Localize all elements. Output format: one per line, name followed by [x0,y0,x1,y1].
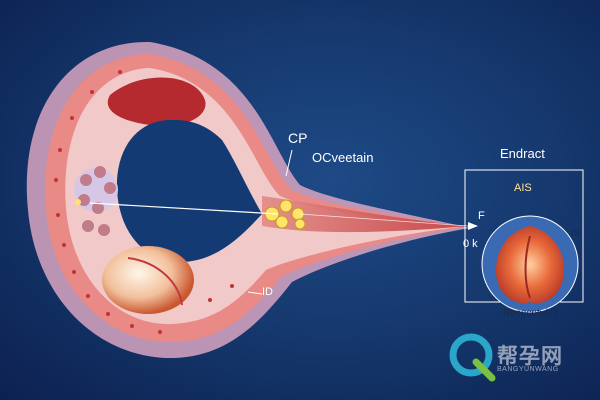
inset-label-right: rs [571,228,580,239]
inset-organ-cleft [524,235,531,299]
inset-label-f: F [478,210,485,222]
inset-title: Endract [500,146,545,161]
tissue-dots [54,70,234,334]
inset-organ [495,226,565,304]
inset-label-left: 0 k [463,238,478,250]
follicle-cluster [74,166,118,236]
label-id: ID [262,286,273,298]
watermark-title: 帮孕网 [497,345,563,368]
pointer-line-main [89,202,279,215]
watermark-logo-icon [449,333,496,382]
cell-cluster [264,199,306,230]
ovum [102,246,194,314]
fallopian-tube [262,196,468,233]
id-pointer [247,291,263,295]
inner-cavity-top [107,77,206,127]
label-cp: CP [288,130,308,146]
inset-label-bottom: Recocnty/ID [503,308,558,319]
central-lumen [116,119,262,262]
inset-label-top: AIS [514,182,532,194]
label-ovum: OCveetain [312,150,374,165]
cp-pointer [285,149,293,177]
watermark-subtitle: BANGYUNWANG [497,366,559,373]
ovum-stripe [127,257,183,306]
pointer-arrowhead [468,222,478,230]
pointer-line-tube [299,213,469,227]
